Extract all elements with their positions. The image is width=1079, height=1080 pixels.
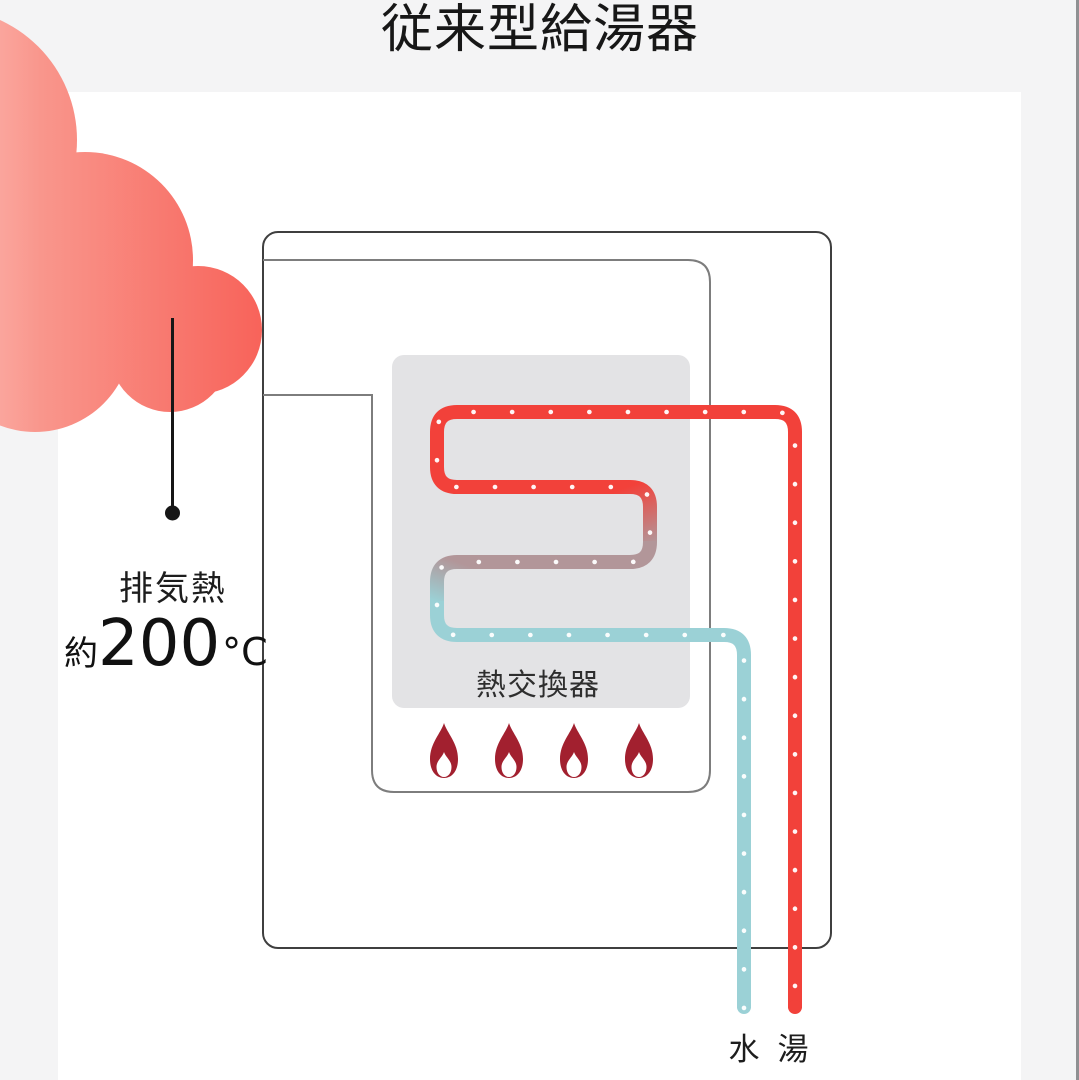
pipe-hot-segment [430, 405, 802, 1008]
page-title: 従来型給湯器 [380, 1, 700, 59]
window-edge [1076, 0, 1079, 1080]
exhaust-heat-label: 排気熱 [119, 570, 227, 608]
exhaust-pointer-line [165, 318, 180, 521]
heat-exchanger-box [392, 355, 690, 708]
exhaust-cloud-icon [0, 20, 262, 432]
water-inlet-label: 水 [728, 1032, 760, 1067]
temperature-unit: °C [222, 630, 268, 674]
pipe-warm-to-hot-segment [612, 480, 657, 541]
pipe-warm-segment [475, 540, 657, 569]
hot-water-outlet-label: 湯 [777, 1032, 809, 1067]
pipe [430, 405, 802, 1008]
exhaust-pointer-dot [165, 505, 180, 521]
temperature-value: 200 [98, 607, 221, 681]
pipe-hot-end-cap [788, 1000, 802, 1014]
pipe-cold-segment [430, 600, 751, 1008]
exhaust-temperature: 約 200 °C [64, 612, 268, 676]
heat-exchanger-label: 熱交換器 [476, 669, 600, 702]
temperature-prefix: 約 [64, 634, 98, 674]
combustion-chamber-outline [263, 259, 711, 793]
